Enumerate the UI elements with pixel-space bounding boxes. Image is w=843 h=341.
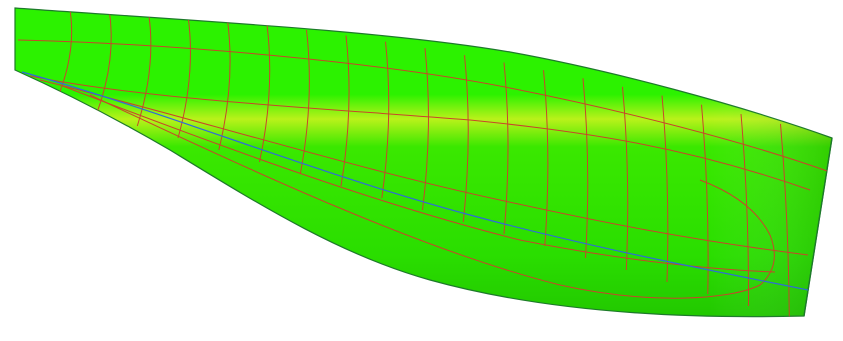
station-line: [422, 48, 429, 211]
station-line: [218, 19, 231, 151]
keel-line: [21, 71, 809, 291]
station-line: [503, 62, 509, 235]
station-line: [543, 70, 549, 247]
station-line: [259, 24, 271, 163]
station-line: [701, 104, 709, 295]
station-line: [136, 12, 152, 127]
waterline-2: [29, 75, 811, 191]
station-line: [299, 29, 310, 175]
waterline-1: [17, 39, 831, 173]
hull-grid: [17, 8, 831, 317]
station-line: [340, 35, 350, 187]
waterline-5: [89, 94, 775, 299]
station-line: [661, 95, 669, 283]
station-line: [462, 55, 469, 223]
station-line: [381, 41, 390, 199]
transom-edge: [803, 137, 833, 317]
station-line: [780, 123, 790, 317]
station-line: [96, 9, 112, 115]
station-line: [740, 114, 750, 307]
station-line: [622, 86, 629, 271]
waterline-3: [39, 79, 809, 256]
station-line: [582, 78, 589, 259]
waterline-4: [59, 84, 776, 273]
station-line: [177, 15, 191, 139]
